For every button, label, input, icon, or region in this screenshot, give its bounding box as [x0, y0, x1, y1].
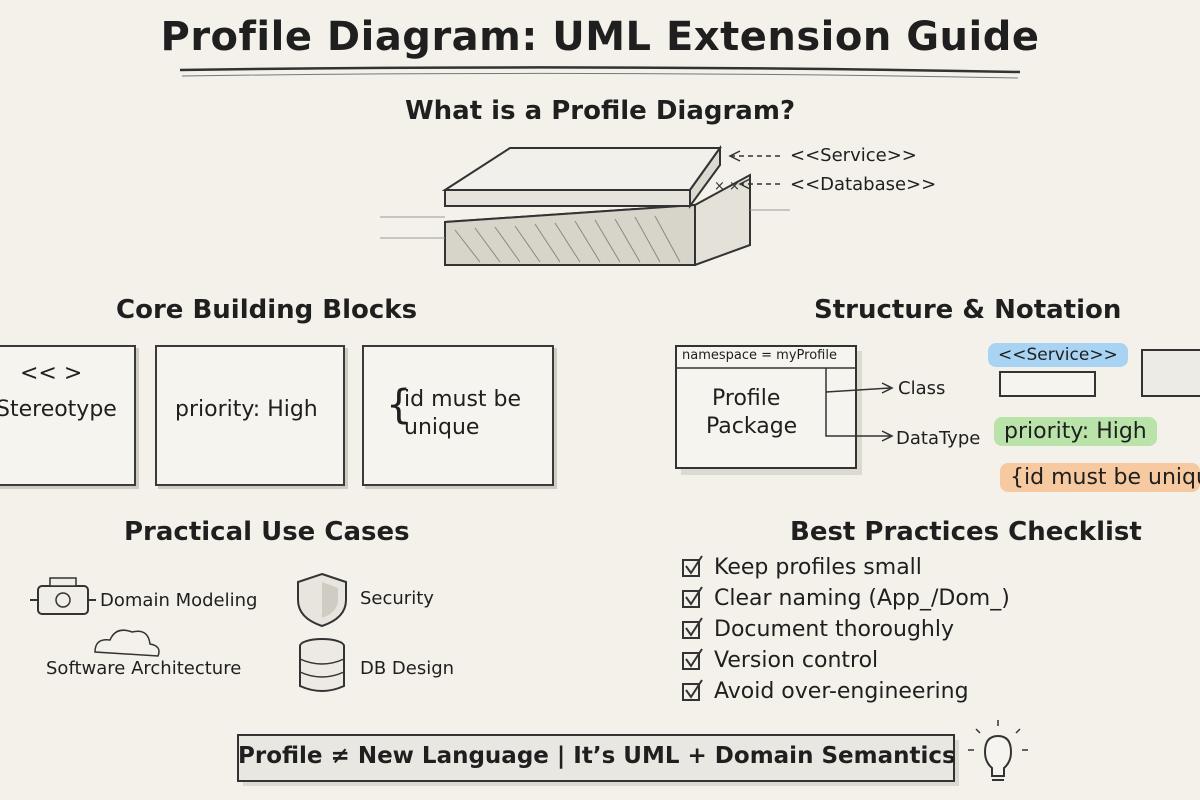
lightbulb-icon: [968, 720, 1028, 781]
constraint-label-line1: id must be: [404, 387, 522, 412]
database-stereotype-label: <<Database>>: [790, 174, 937, 195]
namespace-label: namespace = myProfile: [682, 348, 837, 363]
class-label: Class: [898, 378, 946, 399]
svg-text:× ×: × ×: [714, 179, 740, 194]
tagged-value-label: priority: High: [175, 397, 318, 422]
extra-class-box: [1141, 349, 1200, 397]
title-underline-shadow: [181, 72, 1019, 79]
title-underline: [179, 66, 1021, 74]
use-cases-heading: Practical Use Cases: [124, 517, 410, 547]
checkbox-icons: [682, 555, 703, 701]
top-layer: [441, 147, 722, 191]
stereotype-glyph: << >: [20, 361, 83, 386]
profile-package: [675, 345, 894, 475]
top-layer-front: [444, 189, 691, 207]
top-layer-side: [689, 144, 721, 210]
checklist-item: Avoid over-engineering: [714, 679, 969, 704]
constraint-tag-highlight: {id must be unique: [1000, 463, 1200, 492]
cloud-icon: [94, 629, 160, 657]
footer-text: Profile ≠ New Language | It’s UML + Doma…: [238, 743, 956, 769]
bottom-layer-front: [444, 203, 696, 266]
profile-layers-illustration: × ×: [380, 144, 790, 266]
checklist-item: Version control: [714, 648, 879, 673]
database-icon: [299, 638, 345, 692]
package-label-line2: Package: [706, 414, 798, 439]
stereotype-card: << > Stereotype: [0, 345, 136, 486]
constraint-label-line2: unique: [404, 415, 480, 440]
checklist-heading: Best Practices Checklist: [790, 517, 1142, 547]
checklist-item: Clear naming (App_/Dom_): [714, 586, 1010, 611]
service-stereotype-label: <<Service>>: [790, 145, 917, 166]
use-case-db-design: DB Design: [360, 658, 455, 679]
shield-icon: [297, 572, 347, 628]
page-title: Profile Diagram: UML Extension Guide: [160, 14, 1040, 60]
constraint-brace: {: [386, 382, 412, 428]
service-tag-highlight: <<Service>>: [988, 343, 1128, 367]
checklist-item: Keep profiles small: [714, 555, 922, 580]
structure-heading: Structure & Notation: [814, 295, 1122, 325]
use-case-security: Security: [360, 588, 434, 609]
use-case-software-architecture: Software Architecture: [46, 658, 242, 679]
tagged-value-card: priority: High: [155, 345, 345, 486]
intro-heading: What is a Profile Diagram?: [404, 96, 796, 126]
core-heading: Core Building Blocks: [116, 295, 418, 325]
service-class-box: [999, 371, 1096, 397]
datatype-label: DataType: [896, 428, 981, 449]
checklist-item: Document thoroughly: [714, 617, 955, 642]
constraint-card: { id must be unique: [362, 345, 554, 486]
use-case-domain-modeling: Domain Modeling: [100, 590, 258, 611]
stereotype-label: Stereotype: [0, 397, 117, 422]
package-label-line1: Profile: [712, 386, 781, 411]
engine-icon: [30, 577, 96, 615]
footer-box: [237, 734, 955, 782]
priority-tag-highlight: priority: High: [994, 417, 1157, 446]
